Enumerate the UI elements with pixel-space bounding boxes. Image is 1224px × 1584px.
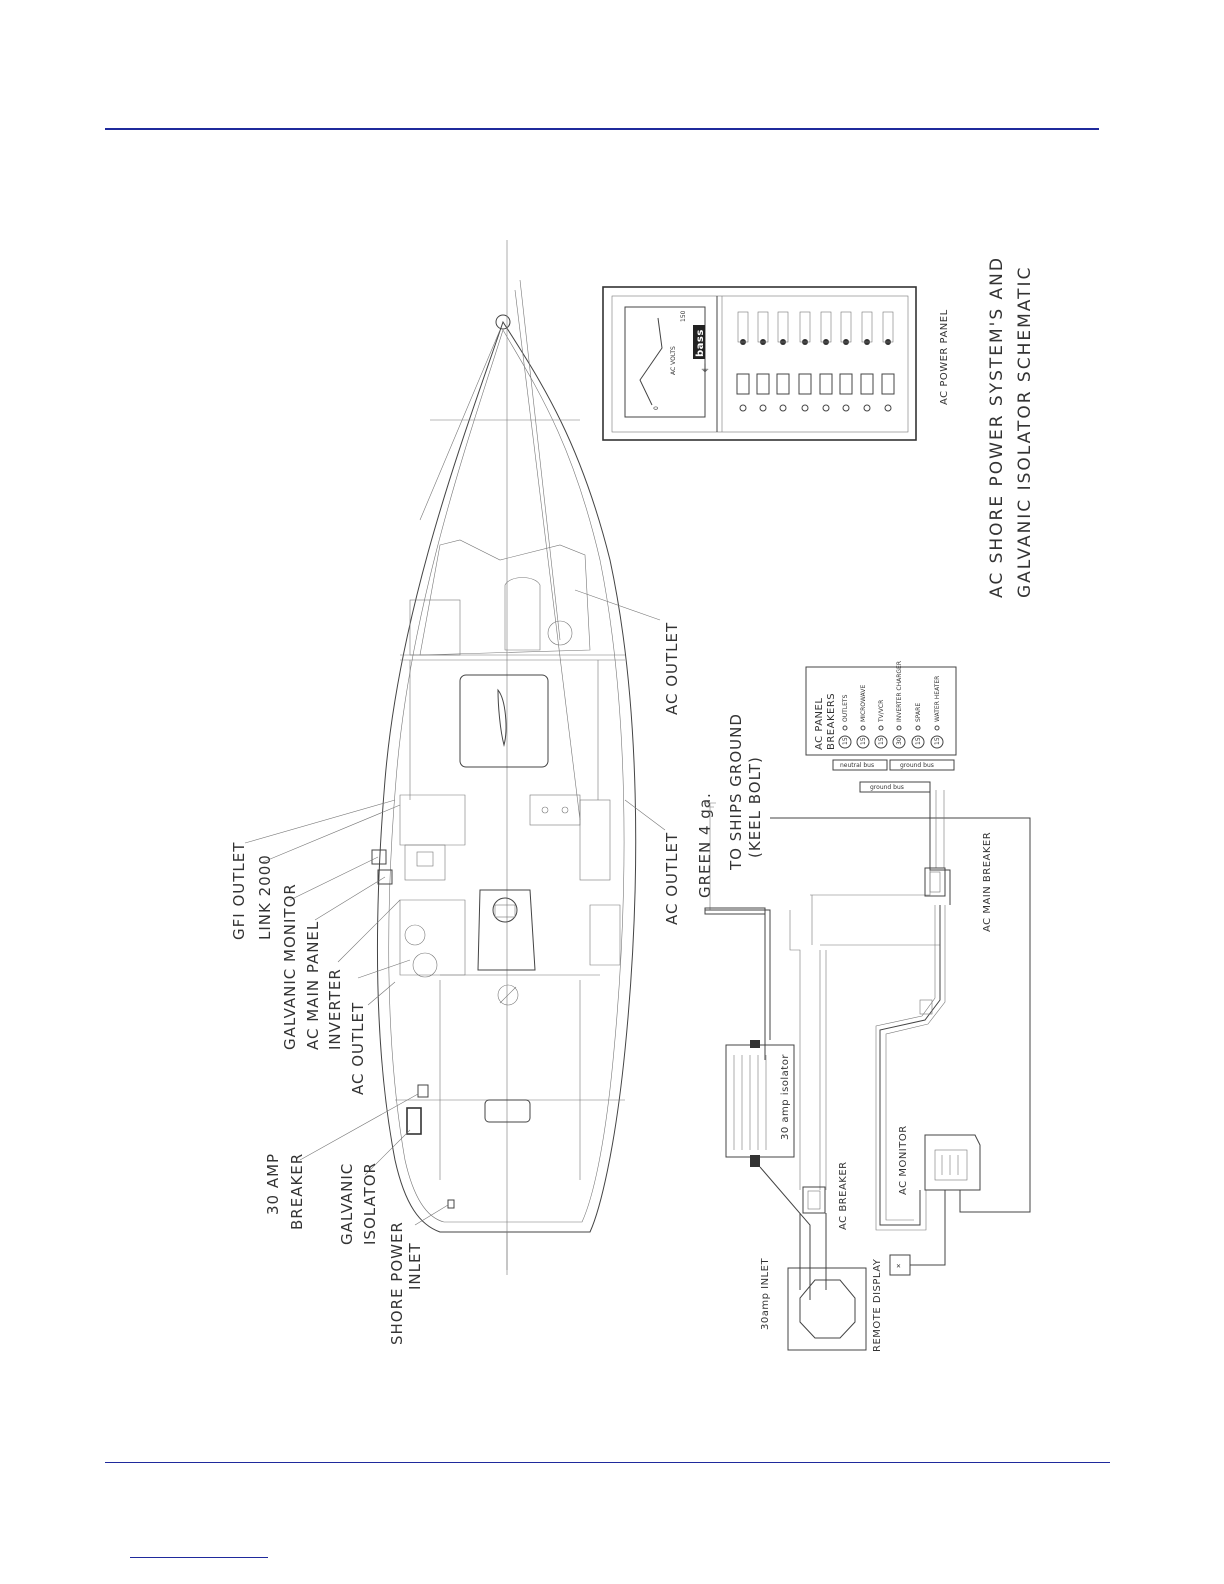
ac-main-breaker <box>924 867 946 897</box>
ac-panel-breakers-box <box>805 666 957 756</box>
remote-display-glyph: ✕ <box>896 1263 901 1270</box>
callout-shore-power-2: INLET <box>406 1242 424 1290</box>
bow-roller <box>495 314 511 330</box>
footer-link-rule <box>130 1557 268 1558</box>
header-rule <box>105 128 1099 130</box>
svg-text:15: 15 <box>934 737 941 745</box>
callout-ac-main-panel: AC MAIN PANEL <box>304 921 322 1050</box>
panel-breakers-title-2: BREAKERS <box>826 693 837 750</box>
callout-amp-breaker-1: 30 AMP <box>264 1153 282 1215</box>
ac-power-panel: AC VOLTS 150 0 bass ⏚ AC POWER PANEL <box>602 286 950 441</box>
callout-gfi-outlet: GFI OUTLET <box>230 842 248 940</box>
panel-breakers <box>736 311 895 412</box>
inlet-label: 30amp INLET <box>760 1258 771 1330</box>
svg-text:ground bus: ground bus <box>870 784 904 791</box>
panel-breaker-list: 15 OUTLETS 15 MICROWAVE 15 TV/VCR 30 INVERTE… <box>838 661 944 749</box>
callout-ac-outlet-right-top: AC OUTLET <box>663 622 681 715</box>
diagram-title-line2: GALVANIC ISOLATOR SCHEMATIC <box>1015 266 1035 598</box>
callout-inverter: INVERTER <box>326 968 344 1050</box>
link-2000-box <box>377 869 393 885</box>
svg-text:ground bus: ground bus <box>900 762 934 769</box>
breaker-label-inverter: INVERTER CHARGER <box>896 661 903 722</box>
amp-breaker-box <box>417 1084 429 1098</box>
boat-callouts: GFI OUTLET LINK 2000 GALVANIC MONITOR AC… <box>230 622 681 1345</box>
meter-max: 150 <box>680 310 687 322</box>
callout-amp-breaker-2: BREAKER <box>288 1153 306 1230</box>
ground-bus-bottom <box>859 781 931 793</box>
panel-symbol: ⏚ <box>700 363 711 375</box>
remote-display-unit <box>889 1254 911 1276</box>
breaker-label-tvvcr: TV/VCR <box>878 700 885 723</box>
callout-shore-power-1: SHORE POWER <box>388 1221 406 1345</box>
ac-monitor-unit <box>924 1134 981 1191</box>
callout-leaders <box>244 589 666 1226</box>
shore-inlet <box>787 1267 867 1351</box>
ships-ground-label-2: (KEEL BOLT) <box>746 756 764 858</box>
callout-galvanic-isolator-2: ISOLATOR <box>361 1162 379 1245</box>
green-wire-label: GREEN 4 ga. <box>696 792 714 898</box>
remote-display-label: REMOTE DISPLAY <box>872 1258 883 1352</box>
inlet-octagon <box>799 1279 856 1339</box>
ground-symbol <box>704 802 716 910</box>
callout-galvanic-monitor: GALVANIC MONITOR <box>281 883 299 1050</box>
ac-volts-meter <box>624 306 706 418</box>
brand-badge <box>693 325 705 359</box>
ac-breaker-label: AC BREAKER <box>838 1161 849 1230</box>
footer-rule <box>105 1462 1110 1463</box>
ac-monitor-label: AC MONITOR <box>898 1125 909 1195</box>
breaker-label-water-heater: WATER HEATER <box>934 676 941 722</box>
neutral-bus <box>832 759 888 771</box>
breaker-label-spare: SPARE <box>915 703 922 722</box>
breaker-label-microwave: MICROWAVE <box>860 685 867 722</box>
ships-ground-label-1: TO SHIPS GROUND <box>727 713 745 871</box>
callout-ac-outlet-left: AC OUTLET <box>349 1002 367 1095</box>
ac-breaker <box>802 1186 826 1214</box>
callout-ac-outlet-right-mid: AC OUTLET <box>663 832 681 925</box>
ground-bus-top <box>889 759 955 771</box>
isolator-label: 30 amp isolator <box>780 1054 791 1140</box>
callout-link-2000: LINK 2000 <box>256 854 274 940</box>
wiring-schematic: AC PANEL BREAKERS 15 OUTLETS 15 MICROWAVE … <box>696 661 1031 1352</box>
panel-brand: bass <box>695 329 706 357</box>
gfi-outlet-box <box>371 849 387 865</box>
shore-inlet-box <box>447 1199 455 1209</box>
meter-min: 0 <box>653 406 660 410</box>
svg-text:30: 30 <box>896 737 903 745</box>
panel-frame <box>602 286 917 441</box>
panel-caption: AC POWER PANEL <box>939 309 950 405</box>
galvanic-isolator-box <box>406 1107 422 1135</box>
meter-label: AC VOLTS <box>670 346 677 375</box>
breaker-label-outlets: OUTLETS <box>842 694 849 722</box>
hull-outline <box>376 320 637 1233</box>
panel-breakers-title-1: AC PANEL <box>814 698 825 750</box>
callout-galvanic-isolator-1: GALVANIC <box>338 1163 356 1245</box>
svg-text:15: 15 <box>842 737 849 745</box>
boat-plan <box>371 240 637 1275</box>
diagram-title-line1: AC SHORE POWER SYSTEM'S AND <box>987 256 1007 598</box>
svg-text:neutral bus: neutral bus <box>840 762 874 769</box>
svg-text:15: 15 <box>915 737 922 745</box>
saloon-table <box>459 674 549 768</box>
ac-main-breaker-label: AC MAIN BREAKER <box>982 832 993 932</box>
svg-text:15: 15 <box>860 737 867 745</box>
svg-text:15: 15 <box>878 737 885 745</box>
